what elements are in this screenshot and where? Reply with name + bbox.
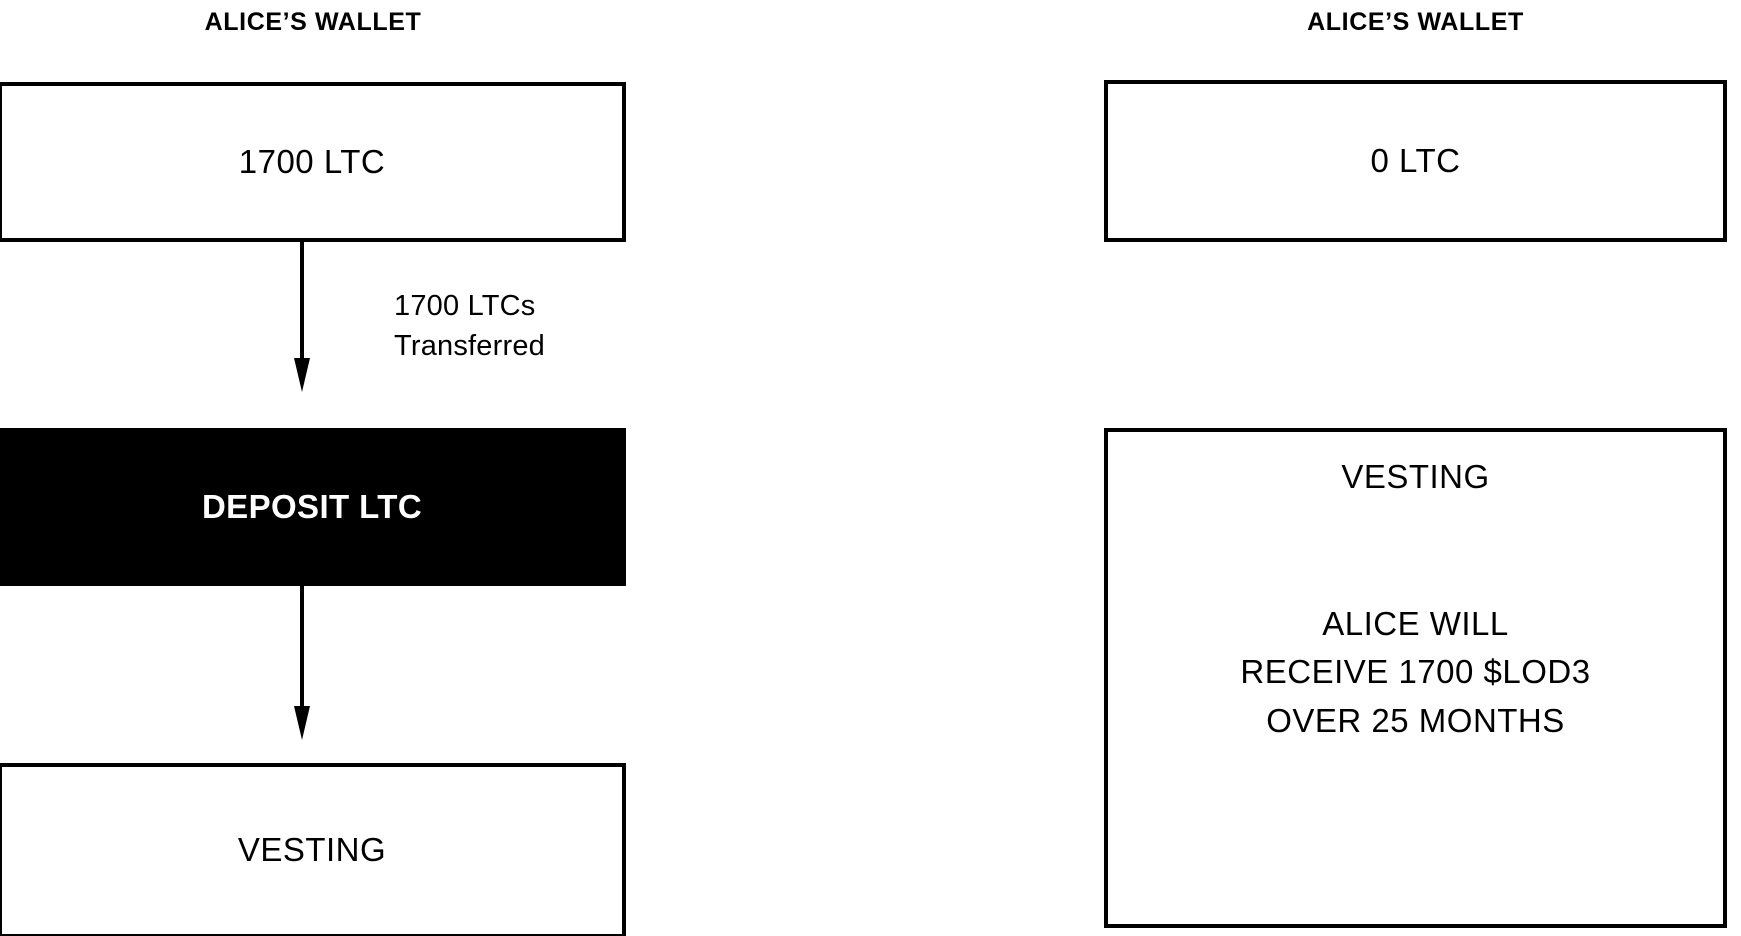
node-vesting-left: VESTING (0, 763, 626, 936)
node-deposit-ltc-label: DEPOSIT LTC (201, 487, 423, 525)
arrow-deposit-ltc (294, 240, 310, 392)
node-vesting-right: VESTING ALICE WILL RECEIVE 1700 $LOD3 OV… (1104, 428, 1727, 928)
arrow-vesting (294, 584, 310, 740)
left-column-title: ALICE’S WALLET (204, 8, 422, 36)
node-alice-balance-label: 1700 LTC (238, 142, 386, 180)
node-vesting-right-detail: ALICE WILL RECEIVE 1700 $LOD3 OVER 25 MO… (1240, 604, 1591, 739)
right-column-title: ALICE’S WALLET (1307, 8, 1524, 36)
node-deposit-ltc: DEPOSIT LTC (0, 428, 626, 586)
edge-label-transfer: 1700 LTCs Transferred (394, 290, 546, 363)
node-alice-balance-after-label: 0 LTC (1370, 141, 1461, 179)
node-vesting-right-heading: VESTING (1341, 458, 1490, 495)
node-alice-balance-after: 0 LTC (1104, 80, 1727, 242)
node-vesting-left-label: VESTING (237, 831, 387, 869)
node-alice-balance: 1700 LTC (0, 82, 626, 242)
